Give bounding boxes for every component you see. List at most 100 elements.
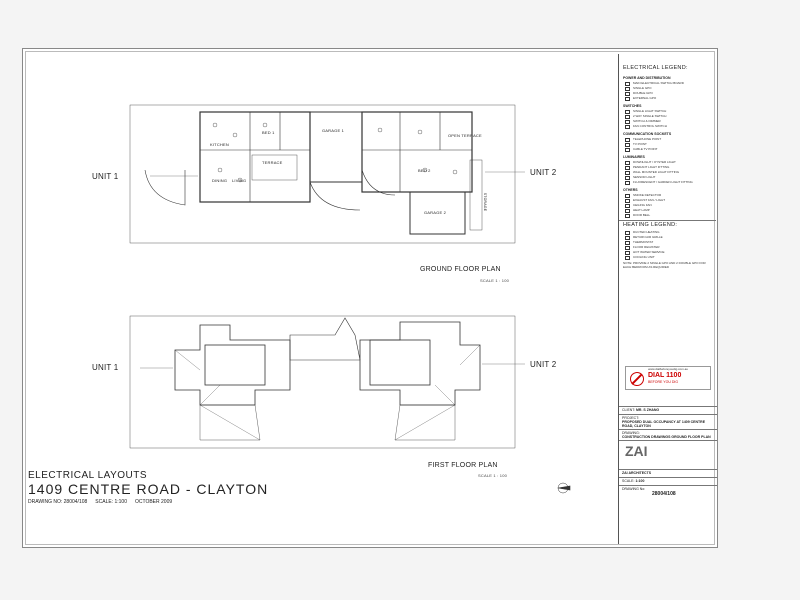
legend-item: WALL MOUNTED LIGHT FITTING <box>619 169 716 175</box>
light-symbol <box>452 169 458 175</box>
room-label: BED 1 <box>262 130 275 135</box>
legend-item: SINGLE GPO <box>619 85 716 91</box>
project-label: PROJECT: <box>622 416 639 420</box>
unit-label-ground-1: UNIT 1 <box>92 172 119 181</box>
legend-item: DOUBLE GPO <box>619 90 716 96</box>
dial-before-you-dig: www.dialbeforeyoudig.com.au DIAL 1100 BE… <box>625 366 711 390</box>
drawing-label: DRAWING: <box>622 431 640 435</box>
legend-item: MAIN ELECTRICAL SWITCH BOARD <box>619 80 716 86</box>
light-symbol <box>217 167 223 173</box>
drawing-no-label: DRAWING No: <box>622 487 646 491</box>
legend-item: RETURN AIR GRILLE <box>619 234 716 240</box>
light-symbol <box>417 129 423 135</box>
legend-item: SMOKE DETECTOR <box>619 192 716 198</box>
dial-number: DIAL 1100 <box>648 372 682 379</box>
first-plan-title: FIRST FLOOR PLAN <box>428 462 498 469</box>
room-label: TERRACE <box>262 160 283 165</box>
legend-item: EXHAUST FAN / LIGHT <box>619 197 716 203</box>
scale-value: 1:100 <box>635 479 645 483</box>
comm-title: COMMUNICATION SOCKETS <box>623 132 672 136</box>
legend-item: SENSOR LIGHT <box>619 174 716 180</box>
client-name: MR. S ZHANG <box>636 408 660 412</box>
garage-roof <box>289 317 361 361</box>
legend-item: CEILING FAN <box>619 202 716 208</box>
room-label: DINING <box>212 178 228 183</box>
legend-item: HEAT LAMP <box>619 207 716 213</box>
garage2-outline <box>409 191 466 235</box>
room-label: OPEN TERRACE <box>448 133 482 138</box>
light-symbol <box>232 132 238 138</box>
switches-title: SWITCHES <box>623 104 642 108</box>
room-label: GARAGE 2 <box>424 210 447 215</box>
power-title: POWER AND DISTRIBUTION <box>623 76 671 80</box>
legend-item: EXTERNAL GPO <box>619 95 716 101</box>
legend-item: 2 WAY SINGLE SWITCH <box>619 113 716 119</box>
ground-site-boundary <box>129 104 516 244</box>
heating-legend-title: HEATING LEGEND: <box>623 222 678 228</box>
terrace-area <box>251 154 298 181</box>
room-label: BED 2 <box>418 168 431 173</box>
firm-logo: ZAI <box>625 443 648 459</box>
unit1-ground-outline <box>199 111 311 203</box>
legend-item: COOLING UNIT <box>619 254 716 260</box>
room-label: STORAGE <box>483 192 488 212</box>
unit1-first-roof <box>174 324 291 406</box>
legend-item: HOT WATER SERVICE <box>619 249 716 255</box>
light-symbol <box>262 122 268 128</box>
first-plan-scale: SCALE 1 : 100 <box>478 473 508 478</box>
project-name: PROPOSED DUAL OCCUPANCY AT 1409 CENTRE R… <box>622 420 706 428</box>
unit-label-ground-2: UNIT 2 <box>530 168 557 177</box>
ground-plan-title: GROUND FLOOR PLAN <box>420 266 501 273</box>
legend-item: DUCTED HEATING <box>619 229 716 235</box>
north-arrow <box>557 485 571 491</box>
legend-panel: ELECTRICAL LEGEND: POWER AND DISTRIBUTIO… <box>618 54 717 544</box>
dial-url: www.dialbeforeyoudig.com.au <box>648 367 688 371</box>
unit2-first-roof <box>359 321 481 406</box>
legend-item: TV POINT <box>619 141 716 147</box>
storage-strip <box>469 159 483 231</box>
project-address: 1409 CENTRE ROAD - CLAYTON <box>28 481 269 497</box>
unit1-driveway <box>144 169 186 206</box>
legend-item: TELEPHONE POINT <box>619 136 716 142</box>
legend-item: FAN CONTROL SWITCH <box>619 123 716 129</box>
legend-item: DOOR BELL <box>619 212 716 218</box>
light-symbol <box>237 177 243 183</box>
light-symbol <box>377 127 383 133</box>
unit-label-first-1: UNIT 1 <box>92 363 119 372</box>
legend-item: SWITCH & DIMMER <box>619 118 716 124</box>
client-label: CLIENT: <box>622 408 636 412</box>
drawing-date: OCTOBER 2009 <box>134 499 173 505</box>
luminaires-title: LUMINAIRES <box>623 155 645 159</box>
unit2-door-swing <box>361 169 396 196</box>
scale-label: SCALE: <box>622 479 635 483</box>
light-symbol <box>212 122 218 128</box>
dial-subtitle: BEFORE YOU DIG <box>648 380 679 384</box>
legend-item: SINGLE LIGHT SWITCH <box>619 108 716 114</box>
room-label: LIVING <box>232 178 247 183</box>
garage1-driveway <box>309 181 361 211</box>
others-title: OTHERS <box>623 188 638 192</box>
unit2-ground-outline <box>361 111 473 193</box>
drawing-title: ELECTRICAL LAYOUTS <box>28 470 148 481</box>
garage1-outline <box>309 111 363 183</box>
drawing-no-value: 28004/108 <box>652 491 676 497</box>
title-block: ELECTRICAL LAYOUTS 1409 CENTRE ROAD - CL… <box>28 470 268 505</box>
title-panel: CLIENT: MR. S ZHANG PROJECT:PROPOSED DUA… <box>619 406 717 498</box>
unit2-first-rooms <box>369 339 431 386</box>
legend-item: PENDANT LIGHT FITTING <box>619 164 716 170</box>
ground-plan-scale: SCALE 1 : 100 <box>480 278 510 283</box>
legend-item: THERMOSTAT <box>619 239 716 245</box>
drawing-scale: SCALE: 1:100 <box>95 499 127 505</box>
light-symbol <box>422 167 428 173</box>
legend-note: NOTE: PROVIDE 2 SINGLE GPO AND 2 DOUBLE … <box>623 261 706 269</box>
drawing-number: DRAWING NO: 28004/108 <box>28 499 88 505</box>
firm-name: ZAI ARCHITECTS <box>622 471 652 475</box>
room-label: KITCHEN <box>210 142 229 147</box>
unit1-first-rooms <box>204 344 266 386</box>
legend-item: FLUORESCENT / GARDEN LIGHT FITTING <box>619 179 716 185</box>
legend-item: CABLE TV POINT <box>619 146 716 152</box>
unit-label-first-2: UNIT 2 <box>530 360 557 369</box>
electrical-legend-title: ELECTRICAL LEGEND: <box>623 65 688 71</box>
unit2-lower-roof <box>394 404 456 441</box>
